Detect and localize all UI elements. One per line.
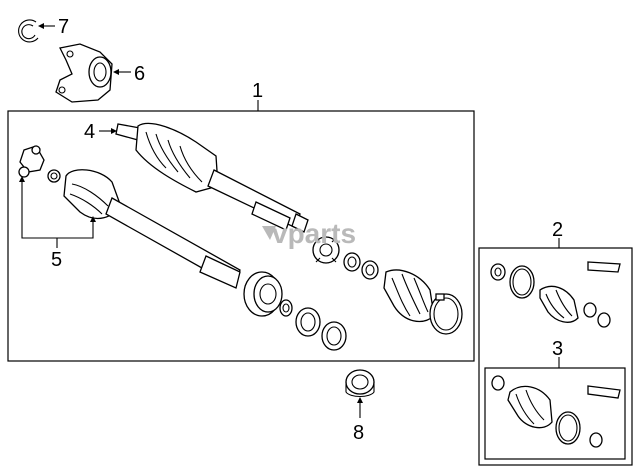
callout-6-arrowhead	[113, 69, 119, 75]
shaft-bearing-part	[243, 271, 283, 317]
callout-5-arrowhead-left	[19, 176, 25, 182]
callout-7: 7	[58, 16, 69, 38]
inner-joint-housing-part	[63, 169, 241, 289]
outer-axle-shaft-part	[115, 122, 309, 233]
large-boot-clamp	[429, 293, 463, 335]
callout-7-arrowhead	[38, 23, 44, 29]
main-assembly-frame	[7, 110, 475, 362]
callout-2: 2	[552, 219, 563, 241]
boot-kit-frame-inner	[484, 367, 626, 460]
boot-clamp-ring-2	[321, 321, 347, 351]
inner-boot-part	[383, 269, 435, 323]
kit-2-parts	[490, 261, 621, 328]
bearing-bracket-part	[55, 43, 113, 103]
boot-clamp-ring	[295, 307, 321, 337]
boot-kit-frame-outer	[478, 247, 633, 466]
callout-6: 6	[134, 63, 145, 85]
clip-right-2	[361, 260, 379, 280]
callout-1: 1	[252, 80, 263, 102]
clip-right-1	[343, 252, 361, 272]
callout-3: 3	[552, 338, 563, 360]
callout-4-arrowhead	[111, 128, 117, 134]
callout-4: 4	[84, 121, 95, 143]
callout-8: 8	[353, 422, 364, 444]
watermark-text: vparts	[272, 218, 356, 249]
tripod-joint-part	[18, 145, 61, 183]
kit-3-parts	[491, 375, 621, 448]
spider-gear-part	[312, 236, 340, 264]
callout-8-arrowhead	[357, 397, 363, 403]
seal-part	[345, 369, 375, 398]
watermark-logo: vparts	[262, 218, 356, 249]
callout-5-arrowhead-right	[90, 216, 96, 222]
snap-ring-part	[18, 19, 39, 43]
clip-ring-small	[279, 299, 293, 317]
callout-5: 5	[51, 249, 62, 271]
